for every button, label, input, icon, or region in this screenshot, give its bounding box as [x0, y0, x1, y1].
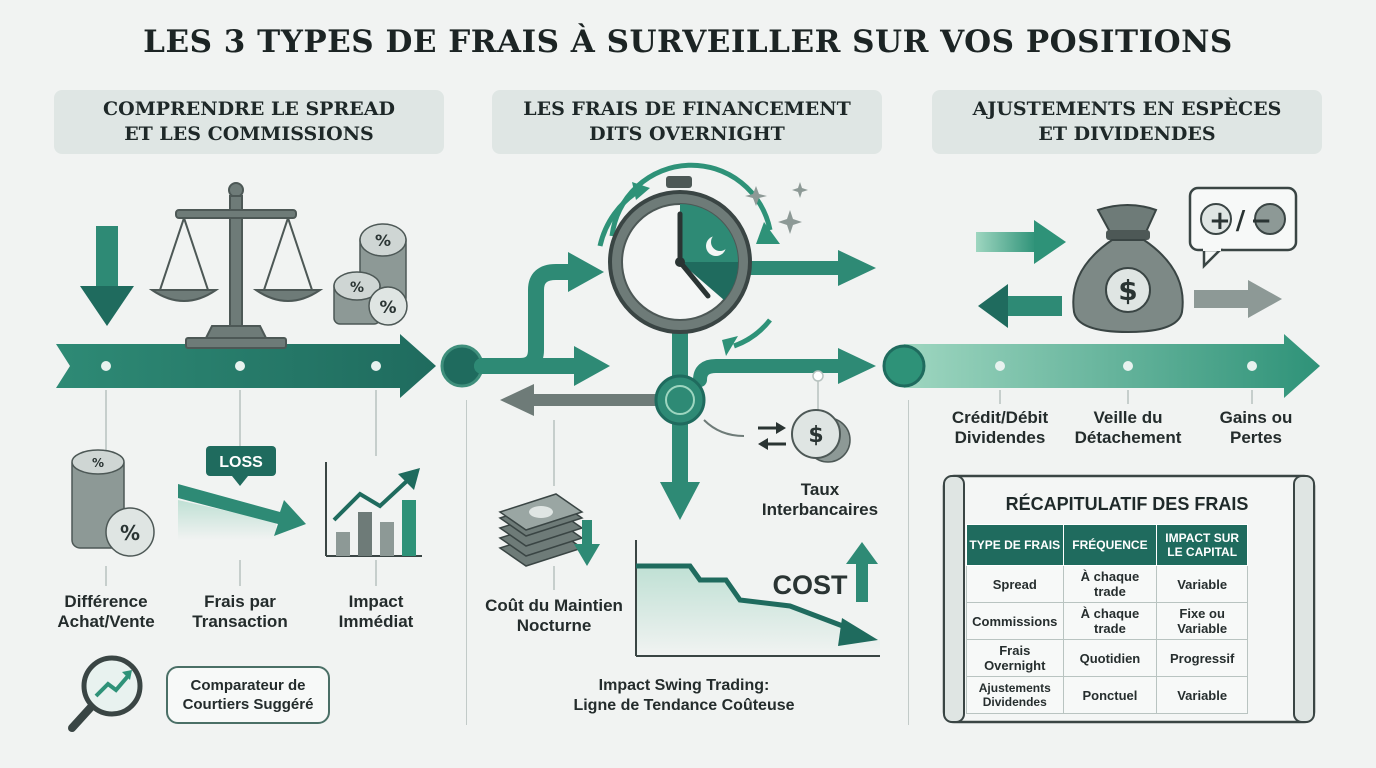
cell-frequence: Quotidien: [1062, 639, 1158, 677]
svg-text:%: %: [379, 298, 396, 318]
cell-impact: Variable: [1156, 676, 1248, 714]
cell-frequence: À chaque trade: [1062, 565, 1158, 603]
cell-frequence: Ponctuel: [1062, 676, 1158, 714]
main-title: LES 3 TYPES DE FRAIS À SURVEILLER SUR VO…: [143, 24, 1233, 60]
label-difference-achat-vente: Différence Achat/Vente: [57, 592, 155, 631]
broker-comparator-bubble[interactable]: Comparateur de Courtiers Suggéré: [166, 666, 330, 724]
label-gains-ou-pertes: Gains ou Pertes: [1219, 408, 1293, 447]
svg-text:%: %: [92, 456, 104, 470]
cell-frequence: À chaque trade: [1062, 602, 1158, 640]
label-veille-detachement: Veille du Détachement: [1074, 408, 1182, 447]
label-cout-maintien-nocturne: Coût du Maintien Nocturne: [485, 596, 623, 635]
section-heading-spread: COMPRENDRE LE SPREAD ET LES COMMISSIONS: [54, 90, 444, 154]
coin-stack-icon: % %: [71, 449, 155, 557]
label-impact-immediat: Impact Immédiat: [338, 592, 414, 631]
table-row: Spread À chaque trade Variable: [966, 565, 1248, 603]
section-heading-overnight: LES FRAIS DE FINANCEMENT DITS OVERNIGHT: [492, 90, 882, 154]
summary-title: RÉCAPITULATIF DES FRAIS: [1005, 494, 1249, 514]
fees-table-header: TYPE DE FRAIS FRÉQUENCE IMPACT SUR LE CA…: [966, 524, 1248, 566]
cell-type: Spread: [966, 565, 1064, 603]
svg-text:$: $: [1118, 274, 1137, 307]
fees-table: TYPE DE FRAIS FRÉQUENCE IMPACT SUR LE CA…: [966, 524, 1248, 714]
plus-minus-bubble: +/−: [1188, 186, 1298, 270]
label-connectors-dividends: [999, 390, 1253, 404]
table-row: Ajustements Dividendes Ponctuel Variable: [966, 676, 1248, 714]
caption-swing-trading: Impact Swing Trading: Ligne de Tendance …: [573, 677, 795, 714]
label-taux-interbancaires: Taux Interbancaires: [761, 480, 879, 519]
flow-arrowheads: [500, 250, 876, 520]
flow-arrows-overnight: [474, 261, 849, 494]
label-connectors-spread: [105, 390, 377, 586]
col-header-type: TYPE DE FRAIS: [966, 524, 1064, 566]
magnifier-icon: [68, 655, 143, 732]
cost-trend-chart: COST: [635, 540, 880, 657]
cell-type: Frais Overnight: [966, 639, 1064, 677]
down-arrow-icon: [80, 226, 134, 326]
loss-badge-text: LOSS: [219, 454, 263, 471]
divider-left: [466, 400, 467, 725]
svg-text:%: %: [375, 231, 391, 250]
svg-text:%: %: [120, 521, 140, 545]
interbank-coin-icon: $: [758, 409, 851, 463]
divider-right: [908, 400, 909, 725]
plus-minus-text: +/−: [1209, 206, 1277, 236]
label-connectors-overnight: [553, 380, 819, 590]
label-credit-debit-dividendes: Crédit/Débit Dividendes: [951, 408, 1049, 447]
fees-summary: RÉCAPITULATIF DES FRAIS TYPE DE FRAIS FR…: [944, 484, 1310, 724]
col-header-frequence: FRÉQUENCE: [1062, 524, 1158, 566]
percent-coins-icon: % % %: [333, 223, 408, 326]
loss-badge: LOSS: [206, 446, 276, 486]
col-header-impact: IMPACT SUR LE CAPITAL: [1156, 524, 1248, 566]
timeline-band-dividends: [882, 334, 1320, 398]
table-row: Frais Overnight Quotidien Progressif: [966, 639, 1248, 677]
cell-impact: Fixe ou Variable: [1156, 602, 1248, 640]
svg-text:$: $: [808, 423, 823, 448]
cost-label: COST: [772, 570, 848, 600]
timeline-band-spread: [56, 334, 436, 398]
rising-bars-icon: [325, 462, 422, 557]
scale-icon: [148, 182, 324, 349]
cash-stack-icon: [498, 493, 600, 567]
decline-arrow-icon: [178, 484, 306, 540]
cell-type: Commissions: [966, 602, 1064, 640]
money-bag-icon: $: [1072, 204, 1184, 334]
cell-impact: Variable: [1156, 565, 1248, 603]
label-frais-par-transaction: Frais par Transaction: [192, 592, 288, 631]
cell-impact: Progressif: [1156, 639, 1248, 677]
section-heading-dividends: AJUSTEMENTS EN ESPÈCES ET DIVIDENDES: [932, 90, 1322, 154]
clock-icon: [597, 162, 808, 356]
cell-type: Ajustements Dividendes: [966, 676, 1064, 714]
svg-text:%: %: [350, 280, 364, 296]
hub-node: [654, 374, 745, 437]
table-row: Commissions À chaque trade Fixe ou Varia…: [966, 602, 1248, 640]
exchange-arrows-icon: [976, 220, 1282, 328]
